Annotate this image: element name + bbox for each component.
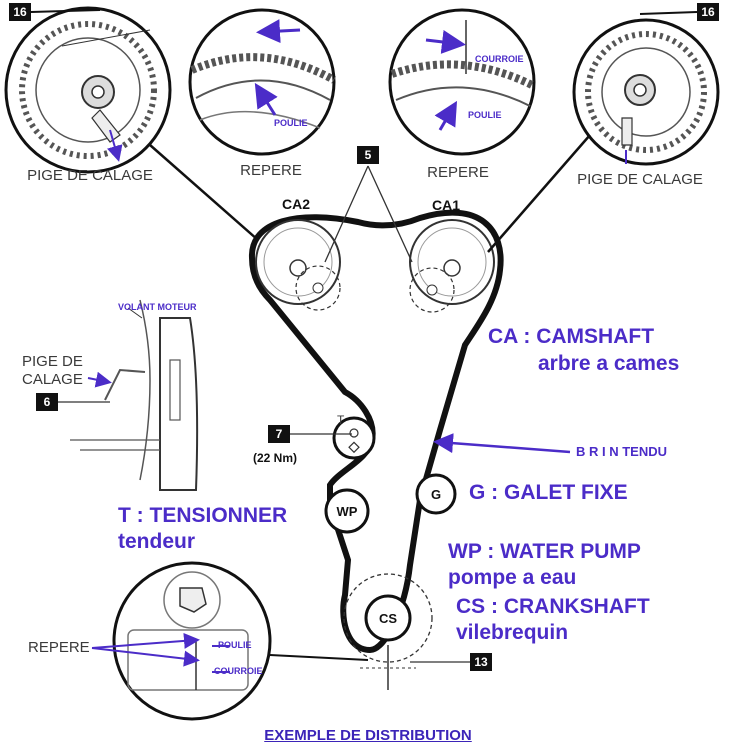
idler-pulley: G <box>415 473 457 515</box>
legend-ca-2: arbre a cames <box>538 352 679 375</box>
water-pump-pulley: WP <box>324 488 370 534</box>
pige-side-label-2: CALAGE <box>22 371 83 388</box>
pige-label-left: PIGE DE CALAGE <box>27 167 153 184</box>
svg-text:16: 16 <box>701 5 715 19</box>
legend-cs-2: vilebrequin <box>456 621 568 644</box>
poulie-label-2: POULIE <box>468 110 502 120</box>
svg-text:16: 16 <box>13 5 27 19</box>
legend-g: G : GALET FIXE <box>469 481 628 504</box>
svg-text:6: 6 <box>44 395 51 409</box>
courroie-label-1: COURROIE <box>475 54 524 64</box>
repere-label-right: REPERE <box>427 164 489 181</box>
diagram-caption: EXEMPLE DE DISTRIBUTION <box>264 727 472 744</box>
ca1-label: CA1 <box>432 197 460 213</box>
wp-label: WP <box>337 504 358 519</box>
svg-text:13: 13 <box>474 655 488 669</box>
repere-label-left: REPERE <box>240 162 302 179</box>
camshaft-pulley-ca1 <box>409 219 495 313</box>
svg-text:5: 5 <box>365 148 372 162</box>
svg-text:7: 7 <box>276 427 283 441</box>
volant-label: VOLANT MOTEUR <box>118 302 197 312</box>
callout-6: 6 <box>36 393 110 411</box>
detail-repere-right: COURROIE POULIE <box>388 8 536 156</box>
legend-cs-1: CS : CRANKSHAFT <box>456 595 650 618</box>
detail-repere-left: POULIE <box>188 8 336 156</box>
callout-16-right: 16 <box>697 3 719 21</box>
flywheel-detail <box>70 299 199 491</box>
torque-label: (22 Nm) <box>253 451 297 465</box>
detail-cam-left <box>4 6 172 174</box>
repere-label-bottom: REPERE <box>28 639 90 656</box>
ca2-label: CA2 <box>282 196 310 212</box>
poulie-label-1: POULIE <box>274 118 308 128</box>
legend-wp-2: pompe a eau <box>448 566 576 589</box>
legend-wp-1: WP : WATER PUMP <box>448 540 641 563</box>
courroie-label-2: COURROIE <box>214 666 263 676</box>
poulie-label-3: POULIE <box>218 640 252 650</box>
crankshaft-pulley: CS <box>343 573 433 690</box>
g-label: G <box>431 487 441 502</box>
callout-13: 13 <box>410 653 492 671</box>
legend-t-1: T : TENSIONNER <box>118 504 287 527</box>
legend-ca-1: CA : CAMSHAFT <box>488 325 654 348</box>
t-label: T <box>337 413 345 427</box>
camshaft-pulley-ca2 <box>255 219 341 311</box>
callout-16-left: 16 <box>9 3 31 21</box>
pige-label-right: PIGE DE CALAGE <box>577 171 703 188</box>
tensioner-pulley <box>332 416 376 460</box>
detail-crank: POULIE COURROIE <box>91 561 272 721</box>
callout-5: 5 <box>324 146 413 263</box>
callout-7: 7 <box>268 425 352 443</box>
pige-side-label-1: PIGE DE <box>22 353 83 370</box>
brin-tendu-label: B R I N TENDU <box>576 444 667 459</box>
legend-t-2: tendeur <box>118 530 195 553</box>
detail-cam-right <box>572 18 720 166</box>
cs-label: CS <box>379 611 397 626</box>
